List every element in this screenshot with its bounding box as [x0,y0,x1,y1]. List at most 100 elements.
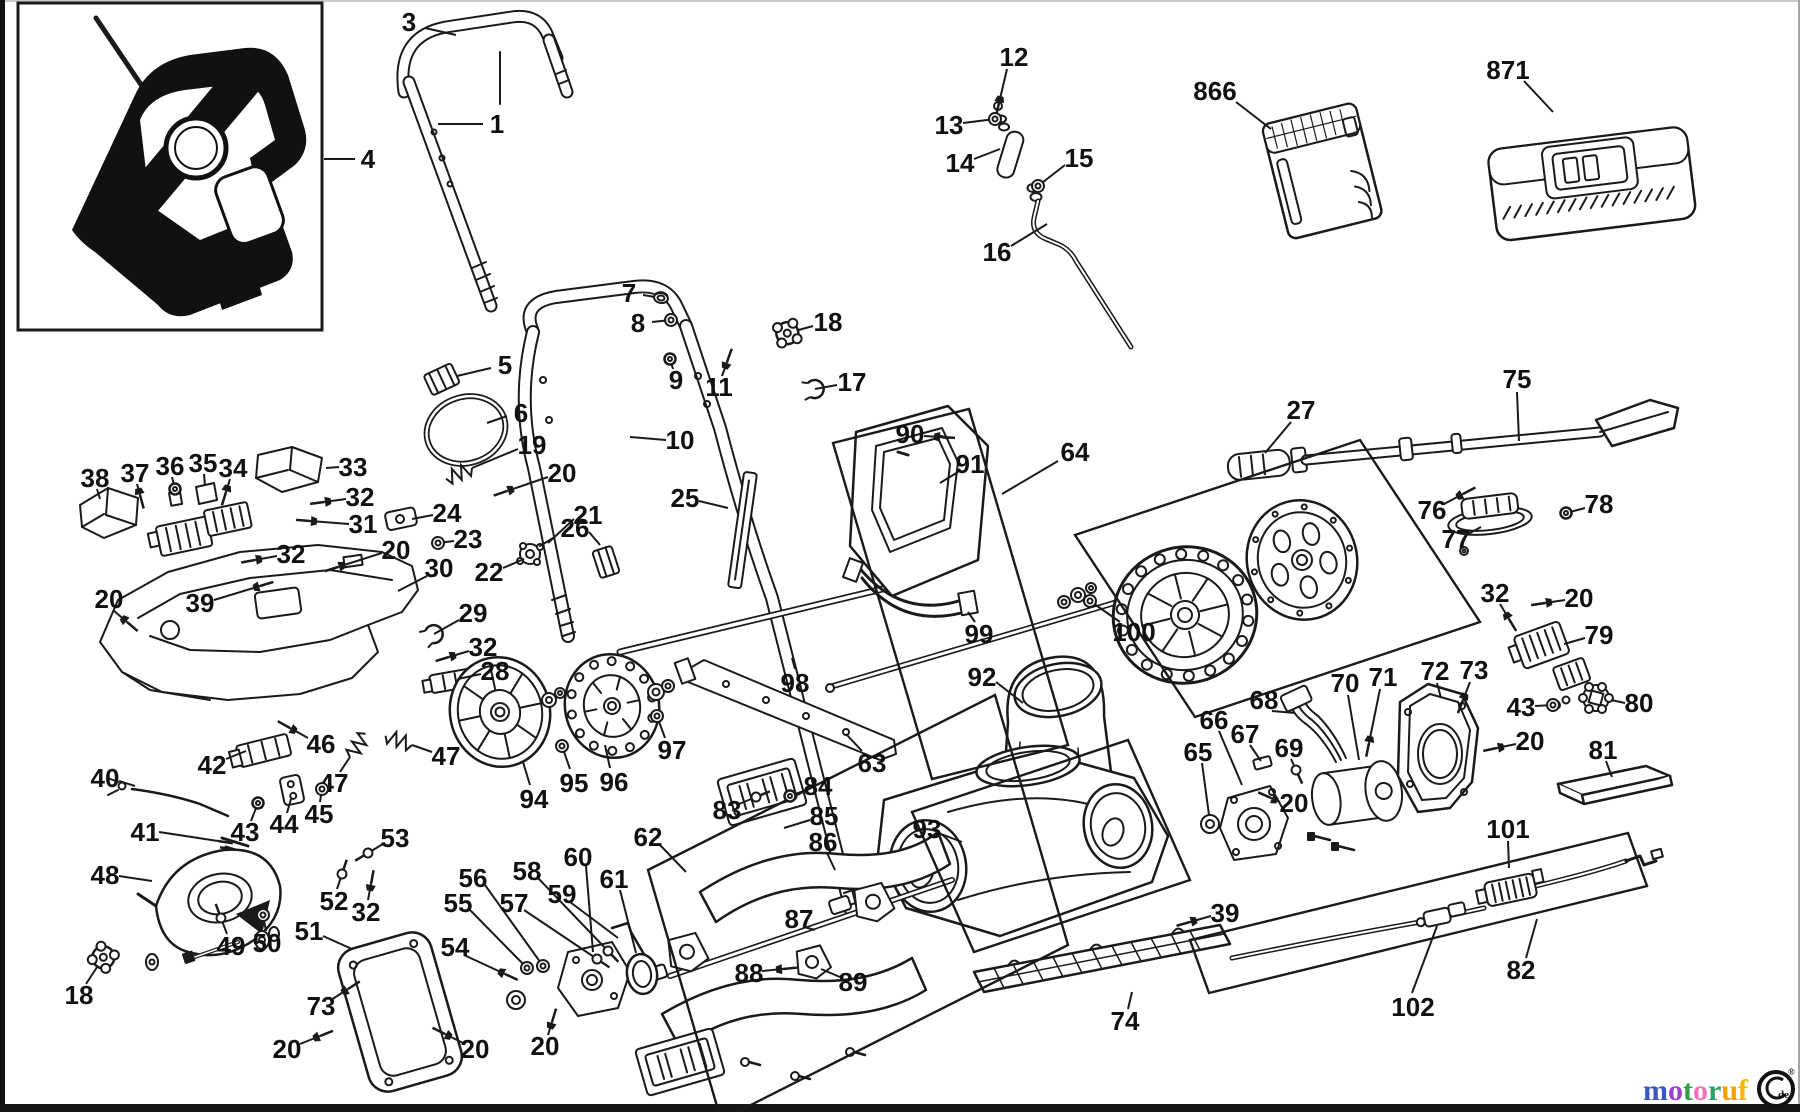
leader-line-30 [397,575,428,592]
part-label-14-5: 14 [946,148,975,178]
part-label-22-24: 22 [475,557,504,587]
part-label-16-7: 16 [983,237,1012,267]
upper-handle [396,9,574,313]
part-label-32-39: 32 [469,632,498,662]
part-label-87-111: 87 [785,904,814,934]
wire-connector [1551,682,1614,714]
part-label-32-93: 32 [352,897,381,927]
washer-icon [1546,698,1560,712]
foam-pad [1556,764,1674,806]
leader-line-92 [995,681,1024,704]
part-label-93-114: 93 [913,814,942,844]
part-label-7-10: 7 [622,278,636,308]
frame-bottom [0,1104,1800,1112]
motor-terminal [1252,755,1273,771]
leader-line-48 [118,875,153,882]
left-wheel-spoked [448,655,552,769]
leader-line-871 [1523,80,1554,113]
handle-mount-covers [79,446,323,557]
part-label-35-27: 35 [189,448,218,478]
pin-icon [217,839,236,851]
leader-line-99 [967,611,976,623]
leader-line-89 [820,968,841,978]
part-label-1-1: 1 [490,109,504,139]
part-label-63-55: 63 [858,748,887,778]
watermark-text: motoruf [1643,1074,1749,1107]
part-label-51-90: 51 [295,916,324,946]
bolt-icon [1290,764,1304,785]
leader-line-51 [322,935,353,950]
part-label-20-95: 20 [273,1034,302,1064]
leader-line-56 [484,884,544,967]
part-label-20-72: 20 [1280,788,1309,818]
part-label-78-48: 78 [1585,489,1614,519]
part-label-4-2: 4 [361,144,376,174]
part-label-91-42: 91 [956,449,985,479]
motor-wires [1252,684,1347,771]
part-label-85-109: 85 [810,801,839,831]
leader-line-87 [803,926,816,931]
tool-clamp [1447,492,1533,556]
washer-icon [536,959,550,973]
part-label-49-87: 49 [217,931,246,961]
part-label-30-35: 30 [425,553,454,583]
frame-top [0,0,1800,2]
leader-line-42 [225,750,247,760]
leader-line-59 [569,901,619,939]
part-label-40-81: 40 [91,763,120,793]
part-label-38-30: 38 [81,463,110,493]
screw-icon [365,870,376,892]
washer-icon [256,908,270,922]
frame-right [1798,0,1800,1112]
part-label-39-115: 39 [1211,898,1240,928]
rear-axle [825,590,1151,693]
part-label-24-21: 24 [433,498,462,528]
part-label-66-68: 66 [1200,705,1229,735]
part-label-73-64: 73 [1460,655,1489,685]
cable-adjuster [1475,868,1545,907]
leader-line-19 [471,448,519,469]
part-label-60-103: 60 [564,842,593,872]
part-label-75-45: 75 [1503,364,1532,394]
screw-icon [220,484,232,506]
leader-line-101 [1507,840,1510,869]
clip-icon [418,623,444,649]
part-label-96-57: 96 [600,767,629,797]
part-label-32-31: 32 [346,482,375,512]
nut-icon [251,796,265,810]
leader-line-55 [469,909,528,969]
motor-bracket [1200,785,1356,861]
screw-icon [241,554,263,565]
axle-end-hardware [1057,582,1097,609]
screw-icon [933,431,956,442]
part-label-25-49: 25 [671,483,700,513]
leader-line-40 [118,780,136,787]
chute-crank-rod [993,101,1134,350]
screw-icon [252,580,274,592]
bolt-icon [336,859,348,880]
watermark-domain: de [1778,1089,1789,1101]
washer-icon [315,782,329,796]
screw-icon [295,516,318,527]
part-label-39-37: 39 [186,588,215,618]
spring-icon [384,729,413,753]
part-label-20-61: 20 [1565,583,1594,613]
lower-handle [517,279,859,917]
leader-line-66 [1218,730,1243,786]
part-label-37-29: 37 [121,458,150,488]
part-label-74-116: 74 [1111,1006,1140,1036]
part-label-82-119: 82 [1507,955,1536,985]
leader-line-81 [1605,760,1613,778]
part-label-21-23: 21 [574,500,603,530]
part-label-31-32: 31 [349,509,378,539]
part-label-95-58: 95 [560,768,589,798]
bolt-icon [750,790,771,803]
leader-line-866 [1235,101,1272,130]
leader-line-6 [486,415,508,424]
part-label-80-74: 80 [1625,688,1654,718]
part-label-100-52: 100 [1112,617,1155,647]
leader-line-3 [424,27,457,36]
screw-icon [340,980,361,996]
